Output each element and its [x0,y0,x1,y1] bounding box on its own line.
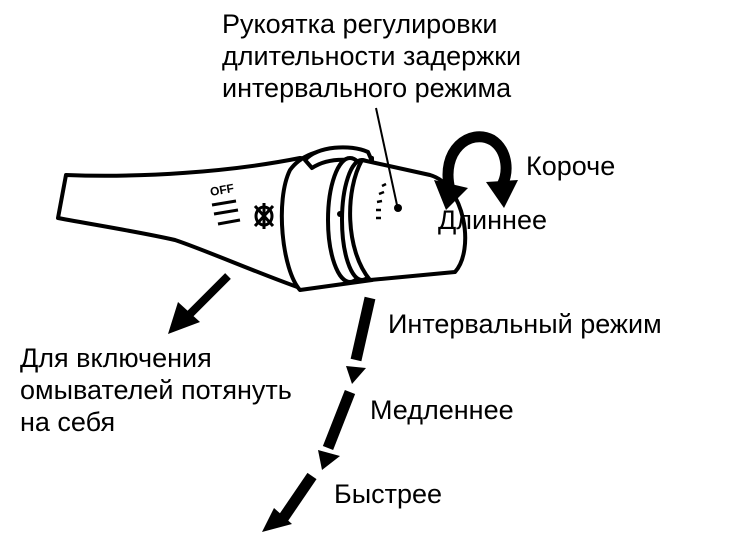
washer-label-line-1: Для включения [20,343,212,373]
interval-mode-label: Интервальный режим [388,309,662,339]
slower-label: Медленнее [370,395,514,425]
delay-scale [376,182,387,220]
washer-label: Для включения омывателей потянуть на себ… [20,342,292,438]
collar-dot [337,211,343,217]
knob-leader-line [375,107,398,206]
washer-label-line-3: на себя [20,407,116,437]
stalk-markings [211,199,241,226]
knob-pointer-dot [394,204,402,212]
pull-arrow-icon [168,273,231,334]
washer-label-line-2: омывателей потянуть [20,375,292,405]
knob-label-line-1: Рукоятка регулировки [222,9,498,39]
knob-label: Рукоятка регулировки длительности задерж… [222,8,521,104]
knob-indicator [397,166,409,172]
faster-label: Быстрее [334,479,443,509]
shorter-label: Короче [526,151,616,181]
knob-label-line-3: интервального режима [222,73,512,103]
down-arrow-icon [262,296,376,532]
washer-symbol-icon [253,203,275,229]
stalk-lever [56,156,324,290]
knob-label-line-2: длительности задержки [222,41,522,71]
rotate-arrow-icon [434,131,518,210]
longer-label: Длиннее [438,205,547,235]
